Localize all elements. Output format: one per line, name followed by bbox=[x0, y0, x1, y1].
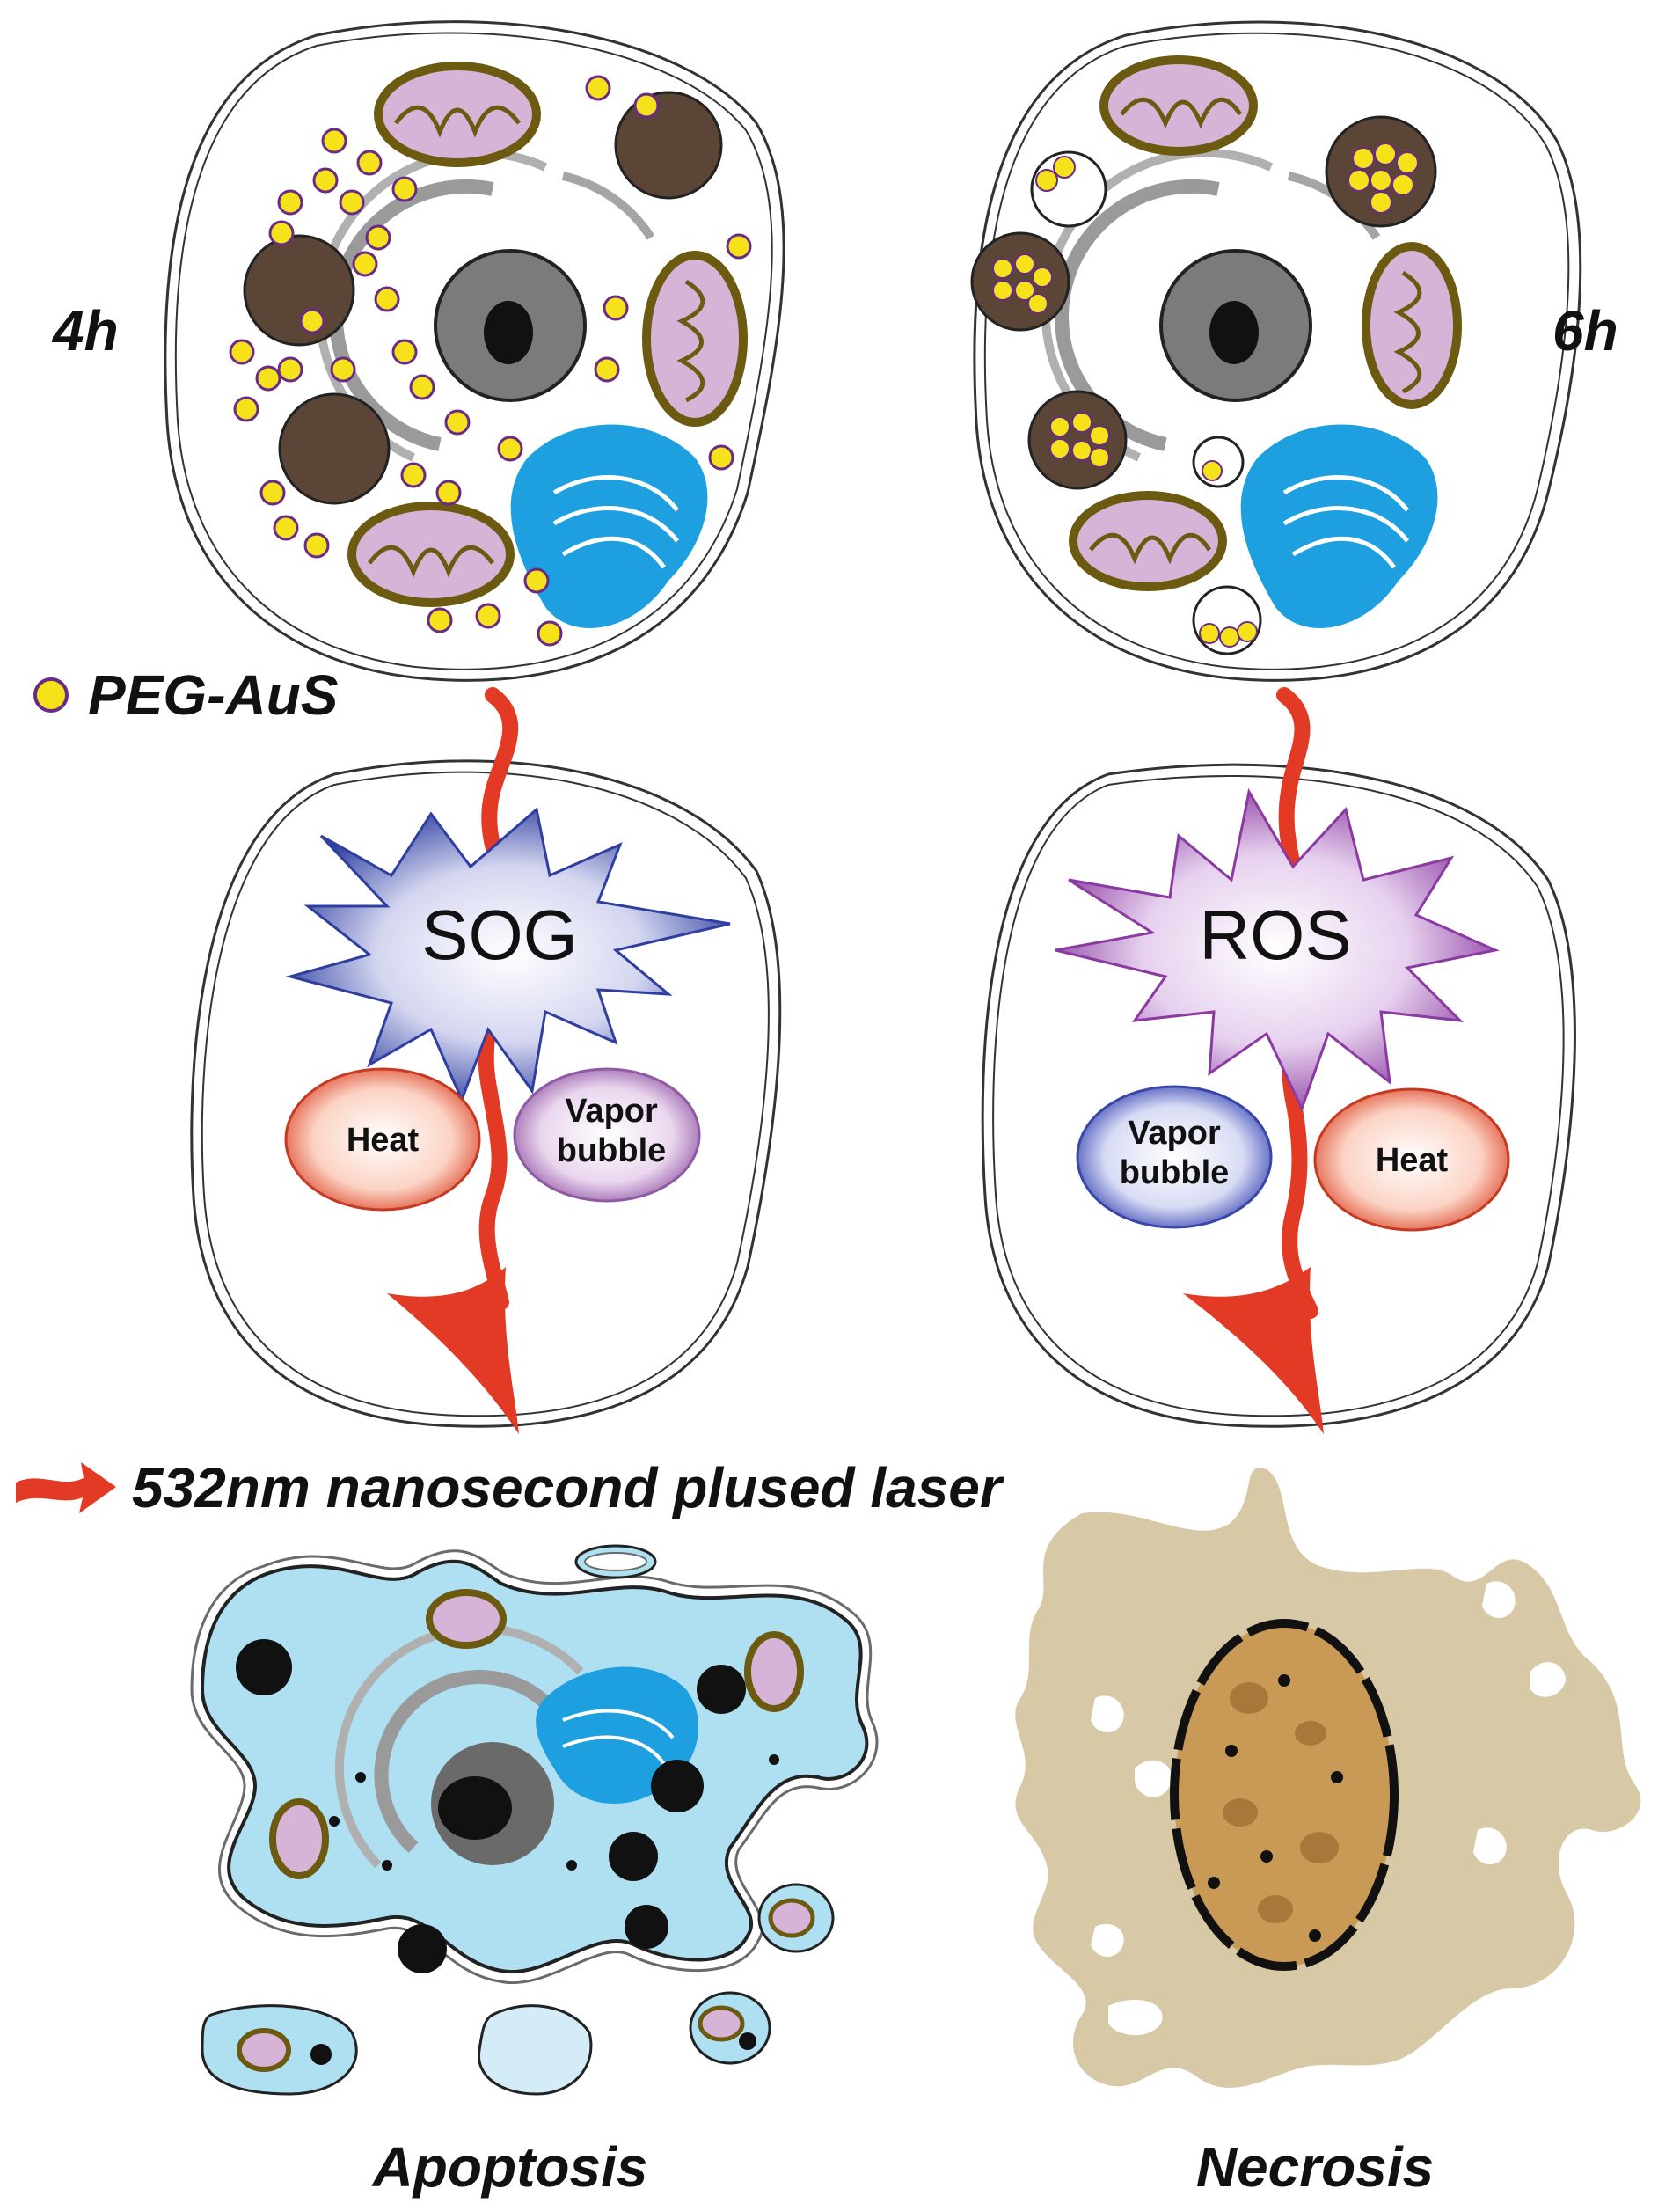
sog-label: SOG bbox=[421, 896, 578, 974]
vapor-bubble-right bbox=[1076, 1085, 1273, 1229]
mitochondrion bbox=[347, 502, 515, 607]
vapor-label-left-1: Vapor bbox=[565, 1093, 658, 1130]
vapor-label-right-2: bubble bbox=[1120, 1154, 1230, 1191]
nanoparticle-legend-label: PEG-AuS bbox=[88, 663, 339, 727]
vesicle bbox=[1030, 150, 1107, 228]
apoptotic-body bbox=[477, 2004, 593, 2096]
ros-burst bbox=[1055, 787, 1500, 1112]
necrotic-cell bbox=[1015, 1468, 1641, 2088]
laser-arrowhead-right bbox=[1183, 1267, 1324, 1434]
laser-arrowhead-left bbox=[387, 1267, 519, 1434]
necrotic-nucleus bbox=[1170, 1619, 1399, 1971]
apoptotic-body bbox=[757, 1883, 835, 1953]
lysosome bbox=[278, 392, 391, 505]
vapor-bubble-left bbox=[513, 1067, 701, 1203]
heat-label-left: Heat bbox=[347, 1122, 420, 1159]
lysosome-with-particles bbox=[1325, 115, 1437, 228]
laser-legend-label: 532nm nanosecond plused laser bbox=[132, 1456, 1004, 1519]
vesicle bbox=[1192, 585, 1262, 655]
lysosome bbox=[243, 234, 355, 347]
vesicle bbox=[1192, 436, 1245, 488]
apoptotic-body bbox=[689, 1991, 771, 2065]
vapor-label-left-2: bubble bbox=[557, 1132, 667, 1169]
cell-4h bbox=[164, 20, 785, 682]
outcome-label-necrosis: Necrosis bbox=[1196, 2135, 1434, 2199]
lysosome-with-particles bbox=[970, 231, 1070, 332]
time-label-4h: 4h bbox=[51, 299, 119, 362]
lysosome-with-particles bbox=[1027, 390, 1128, 490]
vapor-label-right-1: Vapor bbox=[1128, 1115, 1221, 1152]
mitochondrion bbox=[1069, 491, 1227, 591]
mitochondrion bbox=[1362, 242, 1462, 409]
nanoparticle-icon bbox=[33, 677, 69, 713]
laser-icon bbox=[16, 1462, 116, 1513]
nanoparticle-legend: PEG-AuS bbox=[33, 663, 339, 727]
golgi-apparatus bbox=[1240, 424, 1438, 628]
lysosome bbox=[614, 91, 723, 200]
time-label-6h: 6h bbox=[1552, 299, 1618, 362]
outcome-label-apoptosis: Apoptosis bbox=[371, 2135, 648, 2199]
nanoparticle-cluster bbox=[229, 75, 752, 647]
heat-bubble-right bbox=[1313, 1087, 1510, 1232]
heat-bubble-left bbox=[284, 1067, 481, 1212]
cell-6h bbox=[970, 20, 1582, 682]
mitochondrion bbox=[642, 251, 748, 427]
sog-burst bbox=[285, 807, 731, 1103]
apoptotic-body bbox=[574, 1544, 657, 1579]
ros-label: ROS bbox=[1199, 896, 1351, 974]
apoptotic-body bbox=[201, 2004, 358, 2096]
apoptotic-cell bbox=[190, 1549, 879, 1985]
mitochondrion bbox=[374, 62, 541, 167]
heat-label-right: Heat bbox=[1376, 1142, 1449, 1179]
mitochondrion bbox=[1099, 55, 1258, 156]
laser-legend: 532nm nanosecond plused laser bbox=[16, 1456, 1004, 1519]
golgi-apparatus bbox=[510, 424, 708, 628]
